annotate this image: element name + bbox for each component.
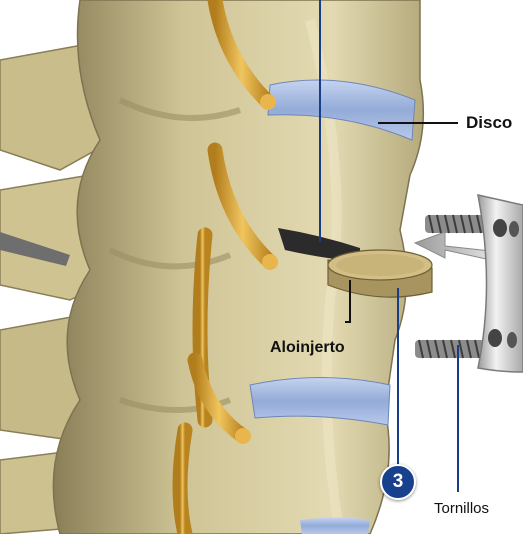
step-number-badge: 3: [380, 464, 416, 500]
bone-graft-label: Aloinjerto: [270, 339, 345, 357]
bone-graft: [328, 250, 432, 297]
screws-label: Tornillos: [434, 500, 489, 517]
disc-label: Disco: [466, 113, 512, 133]
